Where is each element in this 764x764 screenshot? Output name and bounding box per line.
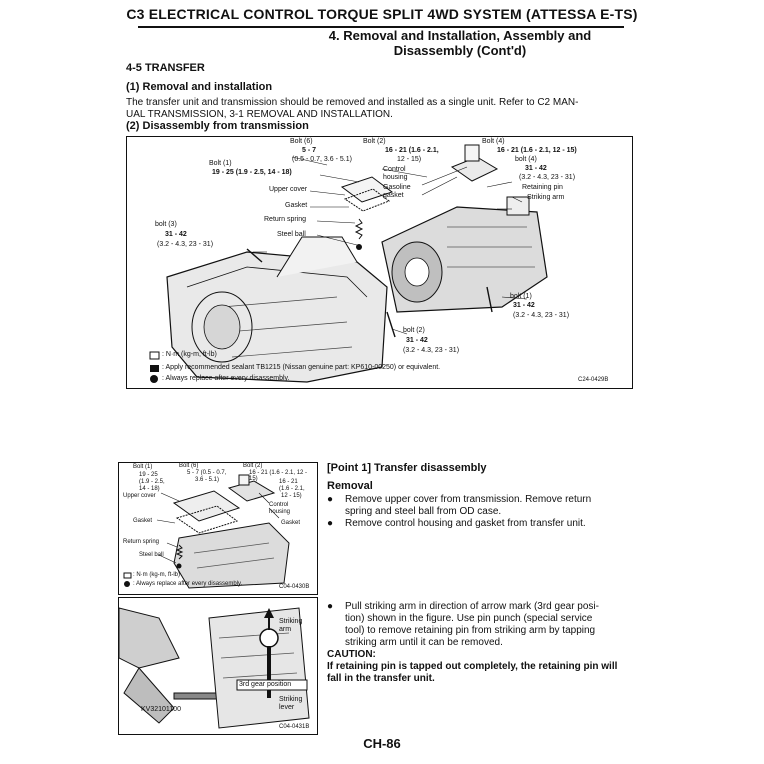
fig1-label-gasket: Gasket (285, 202, 308, 209)
figure-upper-cover-removal: Bolt (1) Bolt (6) Bolt (2) 19 - 25 (1.9 … (118, 462, 318, 595)
subtitle-line-1: 4. Removal and Installation, Assembly an… (328, 28, 592, 43)
point1-bullet-1: ● Remove upper cover from transmission. … (327, 494, 637, 518)
upper-cover-illustration (123, 474, 290, 589)
fig2-label-gasket2: Gasket (281, 520, 301, 526)
fig2-label-t4: 16 - 21 (279, 479, 298, 485)
fig1-label-bolt1b-torque2: (3.2 - 4.3, 23 - 31) (513, 312, 570, 319)
bullet-3-line-4: striking arm until it can be removed. (345, 637, 503, 648)
fig2-label-return-spring: Return spring (123, 539, 160, 545)
bullet-dot: ● (327, 494, 334, 505)
bullet-1-text: Remove upper cover from transmission. Re… (345, 494, 637, 518)
fig1-label-bolt2: Bolt (2) (363, 138, 386, 145)
fig1-label-bolt2-torque: 16 - 21 (1.6 - 2.1, (385, 147, 439, 154)
point1-bullet-3: ● Pull striking arm in direction of arro… (327, 601, 637, 649)
fig2-label-t1: 19 - 25 (139, 472, 158, 478)
fig1-label-gasoline-gasket: Gasoline gasket (383, 184, 411, 199)
fig3-label-striking-arm: Striking arm (279, 618, 303, 633)
removal-body-line-1: The transfer unit and transmission shoul… (126, 97, 579, 108)
fig2-label-t1c: 14 - 18) (139, 486, 160, 492)
fig2-label-t1b: (1.9 - 2.5, (139, 479, 165, 485)
fig1-label-bolt2b-torque2: (3.2 - 4.3, 23 - 31) (403, 347, 460, 354)
header-rule (138, 26, 624, 28)
fig1-code: C24-0429B (578, 377, 609, 383)
fig1-label-bolt1: Bolt (1) (209, 160, 232, 167)
fig1-label-striking-arm: Striking arm (527, 194, 565, 201)
striking-arm-illustration (118, 607, 310, 729)
fig1-legend-sealant: : Apply recommended sealant TB1215 (Niss… (162, 364, 441, 371)
fig3-label-gear-position: 3rd gear position (239, 681, 292, 688)
fig1-label-bolt3-torque2: (3.2 - 4.3, 23 - 31) (157, 241, 214, 248)
caution-label: CAUTION: (327, 649, 376, 660)
fig1-label-bolt4: Bolt (4) (482, 138, 505, 145)
bullet-3-line-3: tool) to remove retaining pin from strik… (345, 625, 596, 636)
figure-striking-arm-removal: Striking arm 3rd gear position Striking … (118, 597, 318, 735)
fig2-code: C04-0430B (279, 584, 310, 590)
fig1-label-bolt4-torque: 16 - 21 (1.6 - 2.1, 12 - 15) (497, 147, 577, 154)
fig2-label-t2: 16 - 21 (1.6 - 2.1, 12 - 15) (249, 470, 308, 482)
fig1-label-bolt1b: bolt (1) (510, 293, 532, 300)
fig1-label-bolt2b-torque: 31 - 42 (406, 337, 428, 344)
fig2-label-steel-ball: Steel ball (139, 552, 164, 558)
bullet-2-text: Remove control housing and gasket from t… (345, 518, 586, 529)
fig1-label-return-spring: Return spring (264, 216, 307, 223)
fig2-label-t4b: (1.6 - 2.1, (279, 486, 305, 492)
section-heading: 4-5 TRANSFER (126, 62, 205, 74)
caution-line-1: If retaining pin is tapped out completel… (327, 661, 618, 672)
fig1-label-upper-cover: Upper cover (269, 186, 308, 193)
fig1-label-bolt1-torque: 19 - 25 (1.9 - 2.5, 14 - 18) (212, 169, 292, 176)
fig2-label-control-housing: Control housing (269, 502, 291, 515)
fig1-label-bolt4-sub-torque2: (3.2 - 4.3, 23 - 31) (519, 174, 576, 181)
fig1-label-bolt2b: bolt (2) (403, 327, 425, 334)
point1-heading: [Point 1] Transfer disassembly (327, 462, 487, 474)
subsection-removal-heading: (1) Removal and installation (126, 81, 273, 93)
fig1-label-retaining-pin: Retaining pin (522, 184, 563, 191)
caution-line-2: fall in the transfer unit. (327, 673, 435, 684)
removal-body-line-2: UAL TRANSMISSION, 3-1 REMOVAL AND INSTAL… (126, 109, 393, 120)
fig1-label-bolt6: Bolt (6) (290, 138, 313, 145)
fig1-label-bolt3: bolt (3) (155, 221, 177, 228)
fig2-label-bolt1: Bolt (1) (133, 464, 153, 470)
point1-removal-heading: Removal (327, 480, 373, 492)
fig2-label-t6: 5 - 7 (0.5 - 0.7, (187, 470, 227, 476)
fig1-label-bolt4-sub: bolt (4) (515, 156, 537, 163)
subsection-disassembly-heading: (2) Disassembly from transmission (126, 120, 309, 132)
fig1-label-control-housing: Control housing (383, 166, 408, 181)
fig1-label-bolt3-torque: 31 - 42 (165, 231, 187, 238)
bullet-1-line-1: Remove upper cover from transmission. Re… (345, 494, 592, 505)
point1-bullet-2: ● Remove control housing and gasket from… (327, 518, 637, 530)
bullet-3-line-1: Pull striking arm in direction of arrow … (345, 601, 599, 612)
figure-transfer-exploded: Bolt (6) 5 - 7 (0.5 - 0.7, 3.6 - 5.1) Bo… (126, 136, 633, 389)
page-header-subtitle: 4. Removal and Installation, Assembly an… (310, 28, 610, 58)
fig2-label-upper-cover: Upper cover (123, 493, 156, 499)
fig3-label-tool: KV32101100 (141, 706, 181, 713)
bullet-dot: ● (327, 601, 334, 612)
fig3-code: C04-0431B (279, 724, 310, 730)
page-header-title: C3 ELECTRICAL CONTROL TORQUE SPLIT 4WD S… (126, 6, 638, 22)
page-number: CH-86 (363, 736, 401, 751)
fig1-legend-nm: : N·m (kg-m, ft-lb) (162, 351, 217, 358)
fig1-label-bolt1b-torque: 31 - 42 (513, 302, 535, 309)
fig2-legend-nm: : N·m (kg-m, ft-lb) (133, 572, 180, 578)
transfer-exploded-illustration (149, 144, 548, 383)
fig1-label-bolt2-torque2: 12 - 15) (397, 156, 422, 163)
fig1-label-bolt4-sub-torque: 31 - 42 (525, 165, 547, 172)
fig1-label-bolt6-torque: 5 - 7 (302, 147, 317, 154)
fig2-label-t6b: 3.6 - 5.1) (195, 477, 220, 483)
fig2-label-bolt6: Bolt (6) (179, 463, 199, 469)
fig2-label-gasket: Gasket (133, 518, 153, 524)
bullet-dot: ● (327, 518, 334, 529)
fig2-label-t4c: 12 - 15) (281, 493, 302, 499)
bullet-3-text: Pull striking arm in direction of arrow … (345, 601, 637, 649)
fig1-legend-replace: : Always replace after every disassembly… (162, 375, 290, 382)
fig1-label-steel-ball: Steel ball (277, 231, 306, 238)
fig2-label-bolt2: Bolt (2) (243, 463, 263, 469)
subtitle-line-2: Disassembly (Cont'd) (393, 43, 527, 58)
fig2-legend-replace: : Always replace after every disassembly… (133, 581, 243, 587)
fig1-label-bolt6-torque2: (0.5 - 0.7, 3.6 - 5.1) (292, 156, 352, 163)
bullet-1-line-2: spring and steel ball from OD case. (345, 506, 502, 517)
bullet-3-line-2: tion) shown in the figure. Use pin punch… (345, 613, 593, 624)
fig3-label-striking-lever: Striking lever (279, 696, 303, 711)
